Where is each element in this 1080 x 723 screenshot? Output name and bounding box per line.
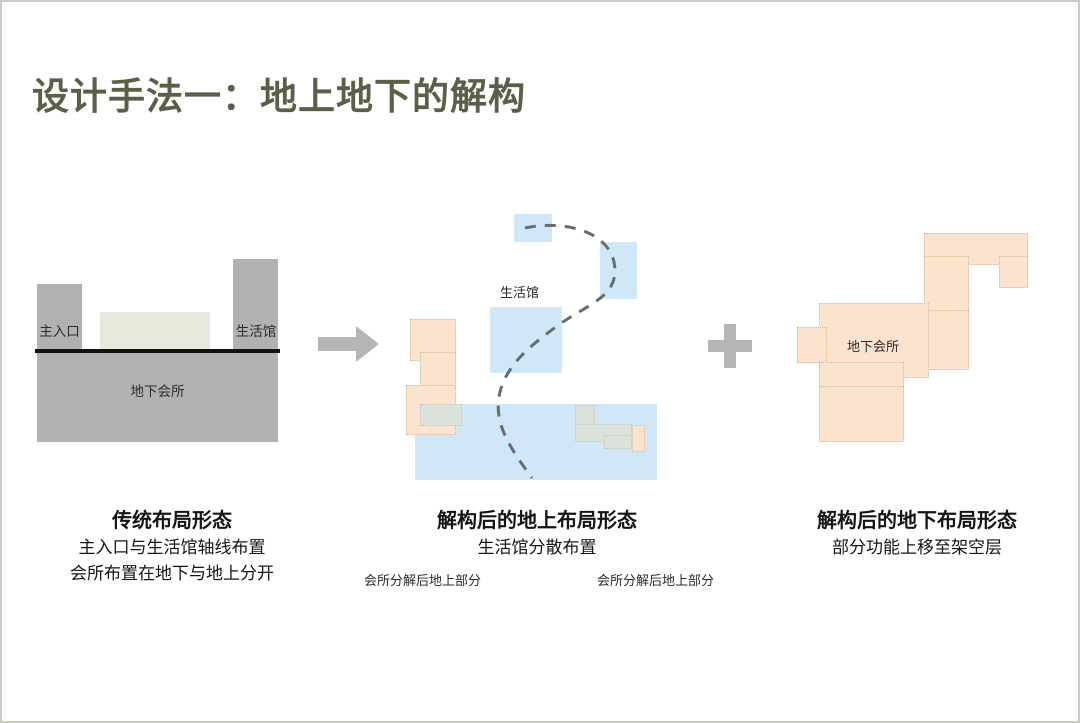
main-entrance-block bbox=[37, 284, 82, 352]
blue-band-upper-right bbox=[535, 404, 657, 426]
overlap-right-foot bbox=[604, 435, 632, 449]
label-underground-club-plan: 地下会所 bbox=[847, 339, 900, 354]
diagram-above-ground-plan: 生活馆 会所分解后地上部分 会所分解后地上部分 bbox=[364, 192, 714, 588]
label-life-hall-plan: 生活馆 bbox=[500, 285, 540, 300]
caption-above-ground-title: 解构后的地上布局形态 bbox=[437, 510, 637, 532]
page-title: 设计手法一：地上地下的解构 bbox=[32, 76, 526, 117]
label-main-entrance: 主入口 bbox=[39, 324, 80, 339]
caption-above-ground-line1: 生活馆分散布置 bbox=[477, 538, 597, 557]
overlap-left bbox=[420, 404, 462, 426]
diagram-below-ground-plan: 地下会所 bbox=[772, 192, 1062, 502]
peach-right-edge bbox=[632, 425, 645, 452]
caption-traditional: 传统布局形态 主入口与生活馆轴线布置 会所布置在地下与地上分开 bbox=[22, 507, 322, 587]
caption-traditional-title: 传统布局形态 bbox=[112, 510, 232, 532]
caption-below-ground: 解构后的地下布局形态 部分功能上移至架空层 bbox=[772, 507, 1062, 561]
ground-line bbox=[35, 349, 280, 353]
blue-tall-right bbox=[600, 242, 637, 299]
caption-below-ground-line1: 部分功能上移至架空层 bbox=[832, 538, 1002, 557]
blue-life-hall-square bbox=[490, 307, 562, 373]
caption-traditional-line1: 主入口与生活馆轴线布置 bbox=[78, 538, 266, 557]
blue-small-top bbox=[514, 214, 552, 242]
label-underground-club-section: 地下会所 bbox=[130, 384, 185, 399]
peach-arm-upper-right-drop bbox=[999, 256, 1028, 288]
label-club-above-left: 会所分解后地上部分 bbox=[364, 573, 482, 588]
peach-spine-wide bbox=[924, 310, 969, 370]
peach-left-wing bbox=[797, 327, 827, 363]
caption-above-ground: 解构后的地上布局形态 生活馆分散布置 bbox=[392, 507, 682, 561]
peach-lower-tail bbox=[819, 386, 904, 442]
label-life-hall-section: 生活馆 bbox=[235, 324, 277, 339]
arrow-right-icon bbox=[318, 324, 380, 369]
plus-icon bbox=[708, 324, 752, 373]
underground-club-mass bbox=[37, 350, 278, 442]
life-hall-block bbox=[233, 259, 278, 352]
caption-below-ground-title: 解构后的地下布局形态 bbox=[817, 510, 1017, 532]
diagram-traditional-section: 主入口 生活馆 地下会所 bbox=[22, 192, 322, 502]
caption-traditional-line2: 会所布置在地下与地上分开 bbox=[70, 564, 274, 583]
label-club-above-right: 会所分解后地上部分 bbox=[597, 573, 715, 588]
middle-cream-block bbox=[100, 312, 210, 351]
